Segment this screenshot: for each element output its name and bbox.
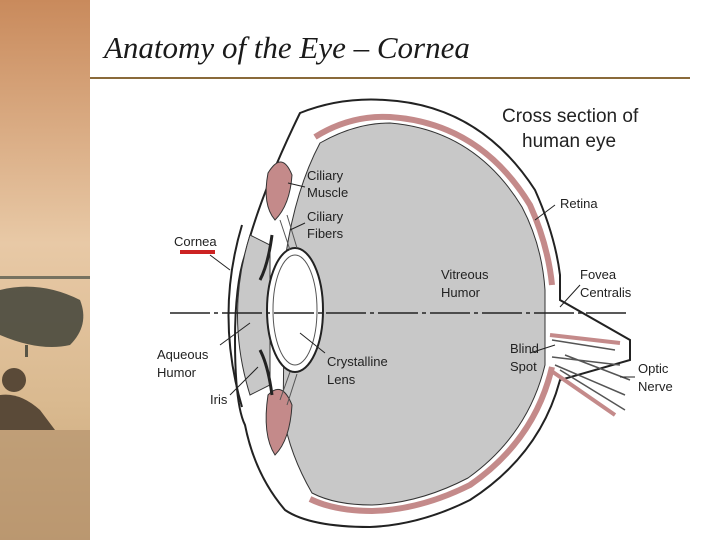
ciliary-muscles [265, 161, 293, 456]
label-blind-1: Blind [510, 341, 539, 356]
helicopter-silhouette [0, 276, 90, 357]
label-vitreous-1: Vitreous [441, 267, 489, 282]
iris-shape [258, 234, 274, 396]
decorative-photo-strip [0, 0, 90, 540]
label-vitreous-2: Humor [441, 285, 481, 300]
label-fovea-2: Centralis [580, 285, 632, 300]
eye-cross-section-diagram: Cross section of human eye Ciliary Muscl… [157, 98, 673, 529]
pointer-lines [209, 182, 635, 396]
label-blind-2: Spot [510, 359, 537, 374]
label-lens-2: Lens [327, 372, 356, 387]
label-aqueous-1: Aqueous [157, 347, 209, 362]
label-cornea: Cornea [174, 234, 217, 249]
ground-area [0, 430, 90, 540]
label-ciliary-fibers-1: Ciliary [307, 209, 344, 224]
label-optic-1: Optic [638, 361, 669, 376]
label-retina: Retina [560, 196, 598, 211]
slide-title: Anatomy of the Eye – Cornea [104, 30, 470, 65]
soldier-silhouette [0, 368, 55, 430]
title-divider [90, 77, 690, 79]
optic-nerve [548, 333, 631, 417]
label-ciliary-muscle-1: Ciliary [307, 168, 344, 183]
cornea-shape [227, 224, 243, 408]
label-fovea-1: Fovea [580, 267, 617, 282]
label-iris: Iris [210, 392, 228, 407]
crystalline-lens [266, 247, 324, 373]
retina-layer [308, 113, 555, 515]
label-aqueous-2: Humor [157, 365, 197, 380]
label-ciliary-muscle-2: Muscle [307, 185, 348, 200]
diagram-heading-line1: Cross section of [502, 106, 639, 127]
ciliary-fibers [279, 214, 298, 406]
diagram-heading-line2: human eye [522, 131, 616, 152]
label-ciliary-fibers-2: Fibers [307, 226, 344, 241]
label-lens-1: Crystalline [327, 354, 388, 369]
label-optic-2: Nerve [638, 379, 673, 394]
